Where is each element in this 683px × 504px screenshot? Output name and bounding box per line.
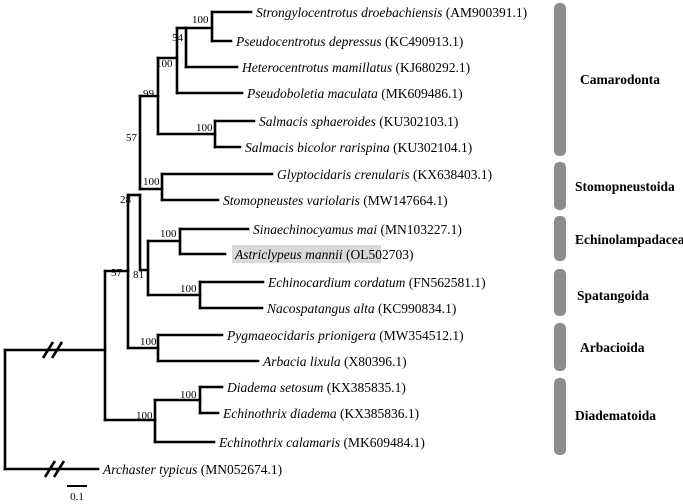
clade-bar-arbacioida — [554, 323, 566, 371]
taxon-labels: Strongylocentrotus droebachiensis (AM900… — [102, 5, 527, 477]
taxon-label: Diadema setosum (KX385835.1) — [226, 380, 406, 395]
taxon-label: Strongylocentrotus droebachiensis (AM900… — [256, 5, 527, 20]
bootstrap-value: 100 — [196, 122, 213, 134]
outgroup-taxon-label: Archaster typicus (MN052674.1) — [102, 462, 282, 477]
taxon-label: Echinothrix calamaris (MK609484.1) — [218, 435, 425, 450]
bootstrap-value: 100 — [156, 58, 173, 70]
bootstrap-value: 57 — [126, 132, 138, 144]
taxon-label: Glyptocidaris crenularis (KX638403.1) — [277, 167, 492, 182]
clade-label-spatangoida: Spatangoida — [577, 288, 649, 303]
bootstrap-value: 57 — [111, 267, 123, 279]
highlighted-taxon-box — [232, 245, 381, 263]
bootstrap-value: 100 — [180, 283, 197, 295]
taxon-label: Pseudocentrotus depressus (KC490913.1) — [235, 34, 463, 49]
taxon-label: Salmacis sphaeroides (KU302103.1) — [259, 114, 458, 129]
clade-bar-spatangoida — [554, 269, 566, 316]
clade-label-echinolampadacea: Echinolampadacea — [575, 232, 683, 247]
taxon-label: Stomopneustes variolaris (MW147664.1) — [223, 193, 448, 208]
scale-bar-label: 0.1 — [70, 491, 84, 503]
clade-label-diadematoida: Diadematoida — [575, 408, 656, 423]
taxon-label: Nacospatangus alta (KC990834.1) — [266, 301, 456, 316]
outgroup-break-mark — [43, 460, 66, 478]
bootstrap-value: 99 — [143, 88, 155, 100]
bootstrap-values: 100 54 100 99 100 57 100 28 100 81 100 5… — [111, 14, 213, 422]
taxon-label: Sinaechinocyamus mai (MN103227.1) — [253, 222, 462, 237]
clade-label-stomopneustoida: Stomopneustoida — [575, 179, 675, 194]
taxon-label: Heterocentrotus mamillatus (KJ680292.1) — [241, 60, 470, 75]
taxon-label: Arbacia lixula (X80396.1) — [262, 354, 407, 369]
clade-bar-camarodonta — [554, 3, 566, 156]
bootstrap-value: 100 — [140, 336, 157, 348]
clade-label-camarodonta: Camarodonta — [580, 72, 660, 87]
bootstrap-value: 100 — [143, 176, 160, 188]
clade-bar-echinolampadacea — [554, 216, 566, 261]
taxon-label: Echinocardium cordatum (FN562581.1) — [267, 275, 486, 290]
bootstrap-value: 54 — [172, 32, 184, 44]
bootstrap-value: 100 — [160, 228, 177, 240]
bootstrap-value: 100 — [192, 14, 209, 26]
scale-bar: 0.1 — [67, 485, 87, 503]
clade-annotations: Camarodonta Stomopneustoida Echinolampad… — [554, 3, 683, 455]
taxon-label: Pseudoboletia maculata (MK609486.1) — [246, 86, 463, 101]
bootstrap-value: 81 — [133, 269, 144, 281]
ingroup-break-mark — [41, 341, 64, 359]
bootstrap-value: 100 — [180, 389, 197, 401]
node-81-stem — [138, 193, 150, 272]
clade-bar-diadematoida — [554, 378, 566, 455]
clade-bar-stomopneustoida — [554, 162, 566, 210]
bootstrap-value: 28 — [120, 194, 132, 206]
clade-label-arbacioida: Arbacioida — [580, 340, 645, 355]
tree-branches — [3, 10, 274, 471]
taxon-label: Salmacis bicolor rarispina (KU302104.1) — [245, 140, 472, 155]
taxon-label: Echinothrix diadema (KX385836.1) — [222, 406, 419, 421]
branch-break-marks — [41, 341, 66, 478]
bootstrap-value: 100 — [136, 410, 153, 422]
taxon-label: Pygmaeocidaris prionigera (MW354512.1) — [226, 328, 464, 343]
highlighted-taxon-label: Astriclypeus mannii (OL502703) — [234, 247, 414, 262]
